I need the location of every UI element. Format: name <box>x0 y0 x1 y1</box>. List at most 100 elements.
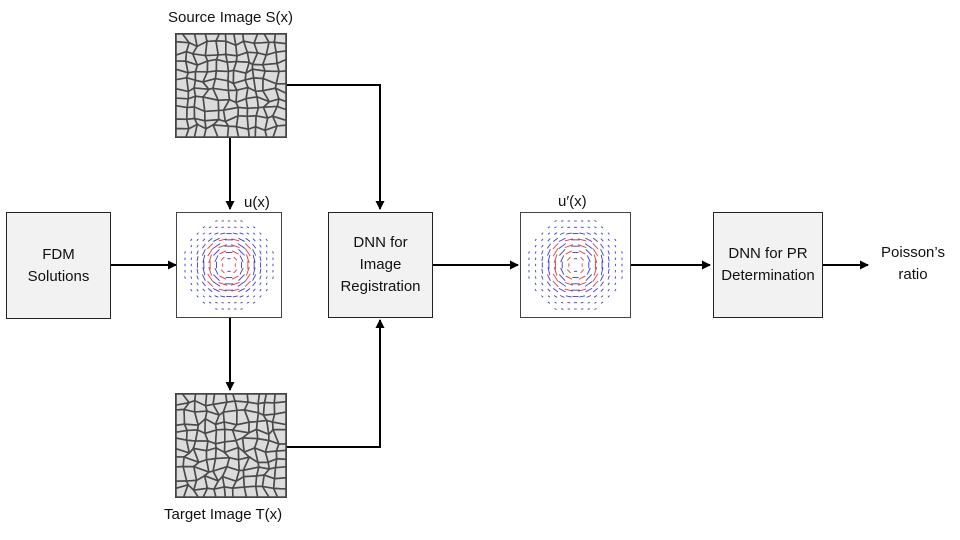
vector-arrow <box>600 267 604 276</box>
source-image-texture <box>175 33 287 138</box>
vector-arrow <box>554 226 557 229</box>
vector-arrow <box>207 243 214 250</box>
vector-arrow <box>594 308 597 310</box>
vector-arrow <box>566 269 571 274</box>
vector-arrow <box>534 251 537 254</box>
vector-arrow <box>219 275 227 280</box>
vector-arrow <box>196 282 199 286</box>
vector-arrow <box>231 288 240 292</box>
target-image-label: Target Image T(x) <box>164 506 283 523</box>
vector-arrow <box>534 244 537 248</box>
target-texture-svg <box>176 394 286 497</box>
texture-cell <box>276 58 286 73</box>
vector-arrow <box>586 267 591 275</box>
vector-arrow <box>621 276 623 279</box>
texture-cell <box>193 123 207 137</box>
vector-arrow <box>208 232 212 235</box>
vector-arrow <box>558 274 566 281</box>
vector-arrow <box>600 243 605 249</box>
u-prime-vector-field-svg <box>528 220 623 310</box>
vector-arrow <box>594 220 597 222</box>
vector-arrow <box>565 275 573 280</box>
vector-arrow <box>541 275 544 280</box>
vector-arrow <box>534 288 537 292</box>
texture-cell <box>254 125 268 137</box>
texture-cell <box>254 485 270 497</box>
vector-arrow <box>265 238 268 242</box>
vector-arrow <box>553 254 558 264</box>
vector-arrow <box>238 288 245 293</box>
vector-arrow <box>565 295 572 298</box>
vector-arrow <box>231 250 239 255</box>
vector-arrow <box>202 295 206 298</box>
vector-arrow <box>558 287 566 293</box>
texture-cell <box>176 483 190 497</box>
arrow-target-to-dnn-reg <box>287 319 385 448</box>
vector-arrow <box>201 274 206 281</box>
vector-arrow <box>577 288 587 292</box>
vector-arrow <box>215 301 218 304</box>
vector-arrow <box>265 288 268 292</box>
vector-arrow <box>547 274 551 281</box>
vector-arrow <box>558 280 567 287</box>
vector-arrow <box>560 226 564 229</box>
vector-arrow <box>196 256 199 262</box>
vector-arrow <box>541 250 544 255</box>
vector-arrow <box>214 255 219 263</box>
texture-cell <box>274 457 286 469</box>
vector-arrow <box>577 244 587 249</box>
vector-arrow <box>231 275 239 280</box>
vector-arrow <box>592 248 599 257</box>
vector-arrow <box>546 243 551 249</box>
vector-arrow <box>196 244 199 248</box>
vector-arrow <box>213 288 220 293</box>
vector-arrow <box>580 269 585 274</box>
vector-arrow <box>231 238 240 242</box>
vector-arrow <box>252 226 256 229</box>
texture-cell <box>273 41 286 54</box>
vector-arrow <box>600 295 604 298</box>
texture-cell <box>273 400 286 416</box>
vector-arrow <box>201 249 206 256</box>
texture-cell <box>271 428 286 445</box>
vector-arrow <box>246 232 250 235</box>
vector-arrow <box>237 281 246 287</box>
vector-arrow <box>592 280 599 288</box>
vector-arrow <box>547 226 551 229</box>
vector-arrow <box>196 288 199 292</box>
vector-arrow <box>244 280 251 287</box>
vector-arrow <box>547 267 551 276</box>
vector-arrow <box>196 295 199 298</box>
texture-cell <box>273 394 286 404</box>
vector-arrow <box>547 288 551 292</box>
source-image-label: Source Image S(x) <box>168 9 294 26</box>
vector-arrow <box>233 269 238 274</box>
vector-arrow <box>607 250 610 255</box>
fdm-solutions-box: FDM Solutions <box>6 212 111 319</box>
vector-arrow <box>246 226 250 229</box>
vector-arrow <box>564 244 574 249</box>
vector-arrow <box>592 273 599 282</box>
texture-cell <box>206 58 218 73</box>
vector-arrow <box>272 276 274 279</box>
vector-arrow <box>614 282 617 286</box>
vector-arrow <box>584 243 593 250</box>
vector-arrow <box>547 295 551 298</box>
texture-cell <box>223 485 234 497</box>
vector-arrow <box>190 282 193 286</box>
vector-arrow <box>578 250 586 255</box>
vector-arrow <box>528 251 530 254</box>
vector-arrow <box>215 220 218 222</box>
texture-cell <box>231 486 248 497</box>
vector-arrow <box>584 280 593 287</box>
vector-arrow <box>232 232 238 235</box>
vector-arrow <box>201 243 206 249</box>
vector-arrow <box>546 281 551 287</box>
u-prime-label: u′(x) <box>558 193 587 210</box>
texture-cell <box>203 123 219 137</box>
vector-arrow <box>592 287 598 293</box>
vector-arrow <box>240 220 243 222</box>
vector-arrow <box>202 254 206 263</box>
vector-arrow <box>594 226 597 229</box>
vector-arrow <box>614 288 617 292</box>
